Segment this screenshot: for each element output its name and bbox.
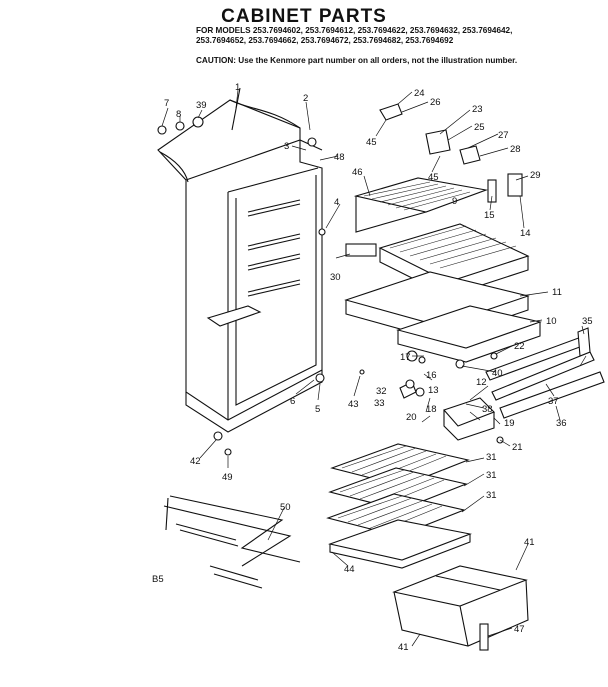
callout-23: 23 xyxy=(472,104,483,115)
callout-44: 44 xyxy=(344,564,355,575)
callout-31a: 31 xyxy=(486,452,497,463)
callout-16: 16 xyxy=(426,370,437,381)
callout-20: 20 xyxy=(406,412,417,423)
callout-8: 8 xyxy=(176,109,181,120)
callout-14: 14 xyxy=(520,228,531,239)
callout-38: 38 xyxy=(482,404,493,415)
callout-36: 36 xyxy=(556,418,567,429)
callout-10: 10 xyxy=(546,316,557,327)
callout-22: 22 xyxy=(514,341,525,352)
callout-11: 11 xyxy=(552,287,562,298)
callout-32: 32 xyxy=(376,386,387,397)
base-frame xyxy=(163,495,301,589)
callout-2: 2 xyxy=(303,93,308,104)
callout-31b: 31 xyxy=(486,470,497,481)
callout-35: 35 xyxy=(582,316,593,327)
hardware xyxy=(157,87,523,651)
callout-3: 3 xyxy=(284,141,289,152)
callout-30: 30 xyxy=(330,272,341,283)
rails xyxy=(485,327,605,419)
cabinet-body xyxy=(157,99,323,433)
caution-note: CAUTION: Use the Kenmore part number on … xyxy=(196,56,518,65)
callout-1: 1 xyxy=(235,82,240,93)
model-list: FOR MODELS 253.7694602, 253.7694612, 253… xyxy=(196,26,602,45)
callout-labels: 1 2 3 4 5 6 7 8 9 10 11 12 13 14 15 16 1… xyxy=(152,82,593,653)
callout-48: 48 xyxy=(334,152,345,163)
callout-43: 43 xyxy=(348,399,359,410)
callout-28: 28 xyxy=(510,144,521,155)
crisper-drawers xyxy=(392,565,529,647)
page-code: B5 xyxy=(152,574,164,585)
callout-50: 50 xyxy=(280,502,291,513)
callout-25: 25 xyxy=(474,122,485,133)
callout-42: 42 xyxy=(190,456,201,467)
model-line-1: FOR MODELS 253.7694602, 253.7694612, 253… xyxy=(196,26,513,35)
callout-5: 5 xyxy=(315,404,320,415)
callout-15: 15 xyxy=(484,210,495,221)
leader-lines xyxy=(161,89,587,647)
callout-13: 13 xyxy=(428,385,439,396)
callout-9: 9 xyxy=(452,196,457,207)
callout-24: 24 xyxy=(414,88,425,99)
shelf-11 xyxy=(344,271,530,341)
callout-33: 33 xyxy=(374,398,385,409)
callout-45a: 45 xyxy=(366,137,377,148)
page-title: CABINET PARTS xyxy=(221,6,387,27)
callout-49: 49 xyxy=(222,472,233,483)
callout-45b: 45 xyxy=(428,172,439,183)
callout-17: 17 xyxy=(400,352,411,363)
callout-4: 4 xyxy=(334,197,339,208)
shelves-31 xyxy=(326,443,470,537)
callout-31c: 31 xyxy=(486,490,497,501)
callout-19: 19 xyxy=(504,418,515,429)
callout-12: 12 xyxy=(476,377,487,388)
shelf-10 xyxy=(396,305,542,363)
light-housing xyxy=(399,381,495,441)
model-line-2: 253.7694652, 253.7694662, 253.7694672, 2… xyxy=(196,35,454,45)
callout-41a: 41 xyxy=(524,537,535,548)
callout-6: 6 xyxy=(290,396,295,407)
shelf-46 xyxy=(353,177,489,233)
callout-46: 46 xyxy=(352,167,363,178)
shelf-assembly-upper xyxy=(378,223,530,297)
callout-21: 21 xyxy=(512,442,523,453)
callout-7: 7 xyxy=(164,98,169,109)
callout-40: 40 xyxy=(492,368,503,379)
callout-18: 18 xyxy=(426,404,437,415)
callout-39: 39 xyxy=(196,100,207,111)
callout-29: 29 xyxy=(530,170,541,181)
shelf-44 xyxy=(328,519,472,569)
callout-27: 27 xyxy=(498,130,509,141)
callout-37: 37 xyxy=(548,396,559,407)
callout-41b: 41 xyxy=(398,642,409,653)
callout-47: 47 xyxy=(514,624,525,635)
callout-26: 26 xyxy=(430,97,441,108)
